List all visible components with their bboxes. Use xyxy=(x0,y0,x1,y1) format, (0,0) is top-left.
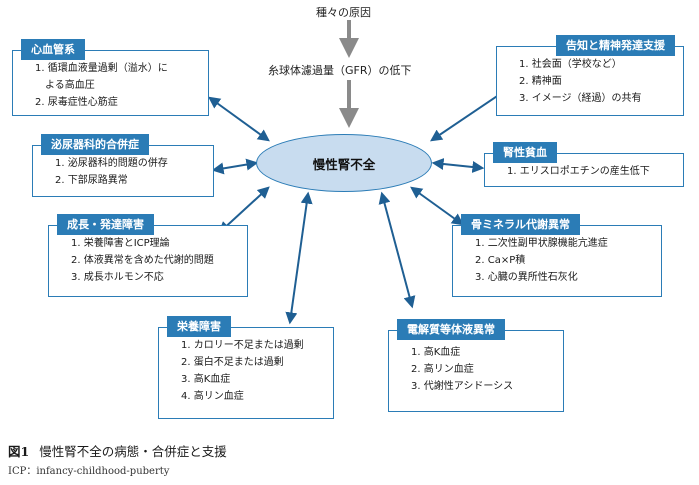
box-uro-title: 泌尿器科的合併症 xyxy=(41,134,149,155)
box-cardio-list: 1. 循環血液量過剰（溢水）に よる高血圧 2. 尿毒症性心筋症 xyxy=(13,51,208,116)
list-item: 2. 体液異常を含めた代謝的問題 xyxy=(71,255,214,266)
connector-electrolyte xyxy=(378,191,416,309)
box-bone-title: 骨ミネラル代謝異常 xyxy=(461,214,580,235)
list-item: 1. 社会面（学校など） xyxy=(519,59,622,70)
list-item: 3. 高K血症 xyxy=(181,374,231,385)
list-item: 1. エリスロポエチンの産生低下 xyxy=(507,166,650,177)
connector-growth xyxy=(218,186,270,234)
figure-number: 図1 xyxy=(8,444,30,459)
list-item: 2. 蛋白不足または過剰 xyxy=(181,357,284,368)
connector-nutrition xyxy=(285,191,313,325)
box-electrolyte: 電解質等体液異常 1. 高K血症 2. 高リン血症 3. 代謝性アシドーシス xyxy=(388,319,564,412)
figure-title: 慢性腎不全の病態・合併症と支援 xyxy=(39,444,227,459)
figure-caption: 図1 慢性腎不全の病態・合併症と支援 xyxy=(8,441,227,460)
box-anemia-list: 1. エリスロポエチンの産生低下 xyxy=(485,154,683,185)
list-item: 3. 心臓の異所性石灰化 xyxy=(475,272,578,283)
box-uro-list: 1. 泌尿器科的問題の併存 2. 下部尿路異常 xyxy=(33,146,213,194)
box-growth: 成長・発達障害 1. 栄養障害とICP理論 2. 体液異常を含めた代謝的問題 3… xyxy=(48,214,248,297)
gfr-label: 糸球体濾過量（GFR）の低下 xyxy=(268,64,412,77)
list-item: 2. 下部尿路異常 xyxy=(55,175,128,186)
box-cognitive-title: 告知と精神発達支援 xyxy=(556,35,675,56)
box-cognitive: 告知と精神発達支援 1. 社会面（学校など） 2. 精神面 3. イメージ（経過… xyxy=(496,35,684,116)
box-electrolyte-title: 電解質等体液異常 xyxy=(397,319,505,340)
list-item: 1. カロリー不足または過剰 xyxy=(181,340,304,351)
cause-label: 種々の原因 xyxy=(316,6,371,19)
box-nutrition: 栄養障害 1. カロリー不足または過剰 2. 蛋白不足または過剰 3. 高K血症… xyxy=(158,316,334,419)
box-nutrition-list: 1. カロリー不足または過剰 2. 蛋白不足または過剰 3. 高K血症 4. 高… xyxy=(159,328,333,410)
list-item: 3. 代謝性アシドーシス xyxy=(411,381,514,392)
connector-uro xyxy=(211,158,259,175)
connector-anemia xyxy=(431,158,485,173)
box-cardio-title: 心血管系 xyxy=(21,39,85,60)
box-anemia-title: 腎性貧血 xyxy=(493,142,557,163)
box-growth-list: 1. 栄養障害とICP理論 2. 体液異常を含めた代謝的問題 3. 成長ホルモン… xyxy=(49,226,247,291)
figure-note: ICP：infancy-childhood-puberty xyxy=(8,466,170,477)
connector-bone xyxy=(410,186,464,226)
box-electrolyte-list: 1. 高K血症 2. 高リン血症 3. 代謝性アシドーシス xyxy=(389,331,563,400)
list-item: 2. 尿毒症性心筋症 xyxy=(35,97,118,108)
list-item: 2. Ca×P積 xyxy=(475,255,526,266)
box-nutrition-title: 栄養障害 xyxy=(167,316,231,337)
box-anemia: 腎性貧血 1. エリスロポエチンの産生低下 xyxy=(484,142,684,187)
box-bone-list: 1. 二次性副甲状腺機能亢進症 2. Ca×P積 3. 心臓の異所性石灰化 xyxy=(453,226,661,291)
list-item: 2. 精神面 xyxy=(519,76,562,87)
list-item: 4. 高リン血症 xyxy=(181,391,244,402)
list-item: 1. 高K血症 xyxy=(411,347,461,358)
list-item: 3. 成長ホルモン不応 xyxy=(71,272,164,283)
box-growth-title: 成長・発達障害 xyxy=(57,214,154,235)
box-cognitive-list: 1. 社会面（学校など） 2. 精神面 3. イメージ（経過）の共有 xyxy=(497,47,683,112)
list-item: 1. 循環血液量過剰（溢水）に xyxy=(35,63,168,74)
list-item: 1. 二次性副甲状腺機能亢進症 xyxy=(475,238,608,249)
list-item: 1. 栄養障害とICP理論 xyxy=(71,238,170,249)
center-label: 慢性腎不全 xyxy=(312,156,376,172)
list-item: よる高血圧 xyxy=(45,80,95,91)
list-item: 2. 高リン血症 xyxy=(411,364,474,375)
box-cardio: 心血管系 1. 循環血液量過剰（溢水）に よる高血圧 2. 尿毒症性心筋症 xyxy=(12,39,209,116)
connector-cardio xyxy=(208,96,270,142)
box-uro: 泌尿器科的合併症 1. 泌尿器科的問題の併存 2. 下部尿路異常 xyxy=(32,134,214,197)
center-node: 慢性腎不全 xyxy=(256,134,432,192)
list-item: 1. 泌尿器科的問題の併存 xyxy=(55,158,168,169)
list-item: 3. イメージ（経過）の共有 xyxy=(519,93,642,104)
box-bone: 骨ミネラル代謝異常 1. 二次性副甲状腺機能亢進症 2. Ca×P積 3. 心臓… xyxy=(452,214,662,297)
